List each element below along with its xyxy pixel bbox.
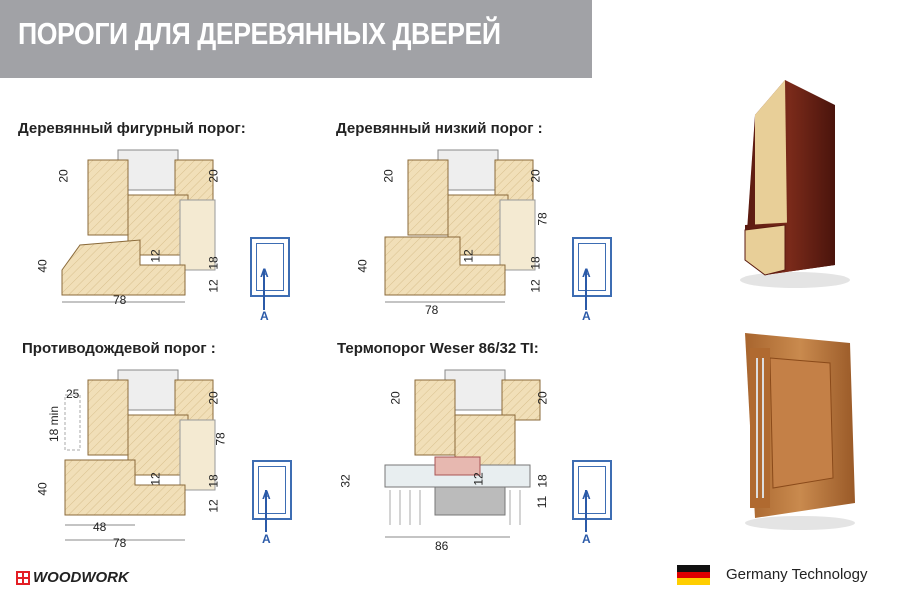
dim-label: 12 <box>148 472 163 486</box>
dim-label: 20 <box>381 169 396 183</box>
dim-label: 18 min <box>47 405 62 443</box>
dim-label: 40 <box>355 259 370 273</box>
shaped-threshold-drawing <box>61 149 216 303</box>
section-line <box>263 270 265 310</box>
woodwork-logo: WOODWORK <box>16 569 129 586</box>
dim-label: 12 <box>461 249 476 263</box>
section-label: A <box>260 266 269 280</box>
dim-label: 20 <box>206 391 221 405</box>
low-threshold-drawing <box>384 149 536 303</box>
section-label: A <box>262 488 271 502</box>
dim-label: 86 <box>435 539 449 553</box>
section-line <box>265 490 267 532</box>
section-symbol <box>252 460 292 520</box>
section-line <box>585 270 587 310</box>
brand-name: WOODWORK <box>33 569 129 586</box>
section-symbol <box>572 237 612 297</box>
dim-label: 48 <box>93 520 107 534</box>
mahogany-frame-photo <box>740 80 850 288</box>
dim-label: 18 <box>528 256 543 270</box>
section-label: A <box>262 532 271 546</box>
dim-label: 78 <box>535 212 550 226</box>
dim-label: 18 <box>535 474 550 488</box>
logo-window-icon <box>16 570 30 585</box>
dim-label: 78 <box>113 536 127 550</box>
dim-label: 40 <box>35 482 50 496</box>
dim-label: 32 <box>338 474 353 488</box>
dim-label: 12 <box>148 249 163 263</box>
dim-label: 12 <box>528 279 543 293</box>
section-label: A <box>582 266 591 280</box>
dim-label: 12 <box>206 279 221 293</box>
thermo-threshold-drawing <box>384 369 541 538</box>
section-label: A <box>260 309 269 323</box>
page-title: ПОРОГИ ДЛЯ ДЕРЕВЯННЫХ ДВЕРЕЙ <box>18 16 501 51</box>
dim-label: 12 <box>206 499 221 513</box>
panel-title-shaped-threshold: Деревянный фигурный порог: <box>18 120 246 137</box>
dim-label: 78 <box>113 293 127 307</box>
dim-label: 20 <box>56 169 71 183</box>
dim-label: 18 <box>206 474 221 488</box>
section-symbol <box>572 460 612 520</box>
rain-threshold-drawing <box>64 369 216 541</box>
dim-label: 11 <box>535 495 550 509</box>
dim-label: 18 <box>206 256 221 270</box>
dim-label: 20 <box>388 391 403 405</box>
panel-title-thermo-threshold: Термопорог Weser 86/32 TI: <box>337 340 539 357</box>
dim-label: 40 <box>35 259 50 273</box>
dim-label: 20 <box>206 169 221 183</box>
germany-flag-icon <box>677 565 710 585</box>
panel-title-low-threshold: Деревянный низкий порог : <box>336 120 543 137</box>
dim-label: 20 <box>528 169 543 183</box>
section-label: A <box>582 488 591 502</box>
section-label: A <box>582 532 591 546</box>
dim-label: 78 <box>213 432 228 446</box>
dim-label: 12 <box>471 472 486 486</box>
section-line <box>585 490 587 532</box>
dim-label: 78 <box>425 303 439 317</box>
dim-label: 25 <box>66 387 80 401</box>
section-label: A <box>582 309 591 323</box>
panel-title-rain-threshold: Противодождевой порог : <box>22 340 216 357</box>
section-symbol <box>250 237 290 297</box>
header-banner: ПОРОГИ ДЛЯ ДЕРЕВЯННЫХ ДВЕРЕЙ <box>0 0 592 78</box>
dim-label: 20 <box>535 391 550 405</box>
oak-frame-photo <box>745 333 855 530</box>
germany-technology-label: Germany Technology <box>726 566 868 583</box>
